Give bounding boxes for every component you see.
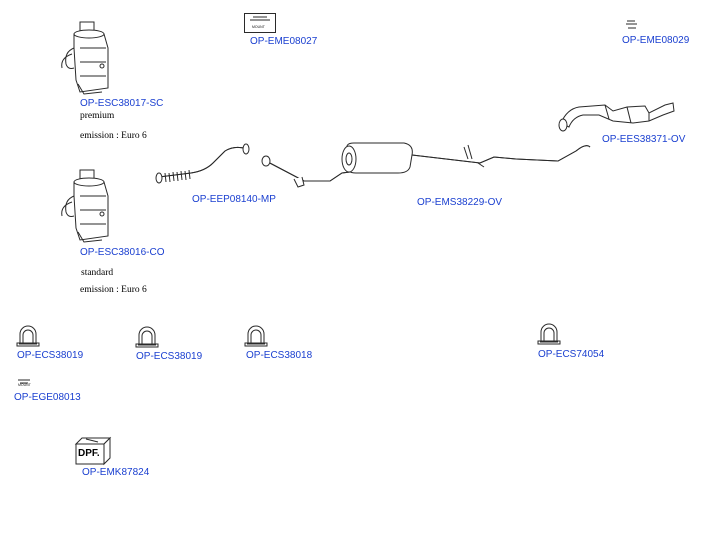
part-code-ecs74054[interactable]: OP-ECS74054: [538, 349, 605, 360]
note-standard: standard: [81, 268, 114, 278]
dpf-catalyst-drawing-esc38016[interactable]: [58, 166, 118, 246]
mount-label: MOUNT: [252, 25, 265, 29]
part-code-ecs38019-a[interactable]: OP-ECS38019: [17, 350, 84, 361]
part-code-ecs38018[interactable]: OP-ECS38018: [246, 350, 313, 361]
note-emission-esc38016: emission : Euro 6: [80, 285, 147, 295]
mounting-kit-thumbnail-eme08027[interactable]: MOUNT: [244, 13, 276, 33]
part-code-esc38017[interactable]: OP-ESC38017-SC: [80, 98, 164, 109]
dpf-box-label: DPF.: [78, 448, 100, 459]
part-code-emk87824[interactable]: OP-EMK87824: [82, 467, 150, 478]
dpf-box-drawing-emk87824[interactable]: DPF.: [74, 436, 112, 466]
dpf-catalyst-drawing-esc38017[interactable]: [58, 18, 118, 96]
part-code-ees38371[interactable]: OP-EES38371-OV: [602, 134, 686, 145]
clamp-drawing-ecs74054[interactable]: [536, 322, 562, 346]
clamp-drawing-ecs38019-b[interactable]: [135, 325, 159, 349]
rear-silencer-drawing-ees38371[interactable]: [553, 99, 678, 134]
part-code-eep08140[interactable]: OP-EEP08140-MP: [192, 194, 276, 205]
part-code-ems38229[interactable]: OP-EMS38229-OV: [417, 197, 503, 208]
gasket-kit-thumbnail-ege08013[interactable]: MOUNT: [16, 376, 34, 388]
part-code-ecs38019-b[interactable]: OP-ECS38019: [136, 351, 203, 362]
front-pipe-drawing-eep08140[interactable]: [155, 143, 250, 195]
part-code-ege08013[interactable]: OP-EGE08013: [14, 392, 81, 403]
mounting-kit-thumbnail-eme08029[interactable]: [624, 18, 640, 32]
note-emission-esc38017: emission : Euro 6: [80, 131, 147, 141]
part-code-eme08029[interactable]: OP-EME08029: [622, 35, 690, 46]
part-code-esc38016[interactable]: OP-ESC38016-CO: [80, 247, 165, 258]
mount-label-ege08013: MOUNT: [18, 383, 31, 387]
middle-silencer-drawing-ems38229[interactable]: [258, 137, 596, 195]
clamp-drawing-ecs38018[interactable]: [244, 324, 268, 348]
part-code-eme08027[interactable]: OP-EME08027: [250, 36, 318, 47]
note-premium: premium: [80, 111, 115, 121]
clamp-drawing-ecs38019-a[interactable]: [16, 324, 40, 348]
